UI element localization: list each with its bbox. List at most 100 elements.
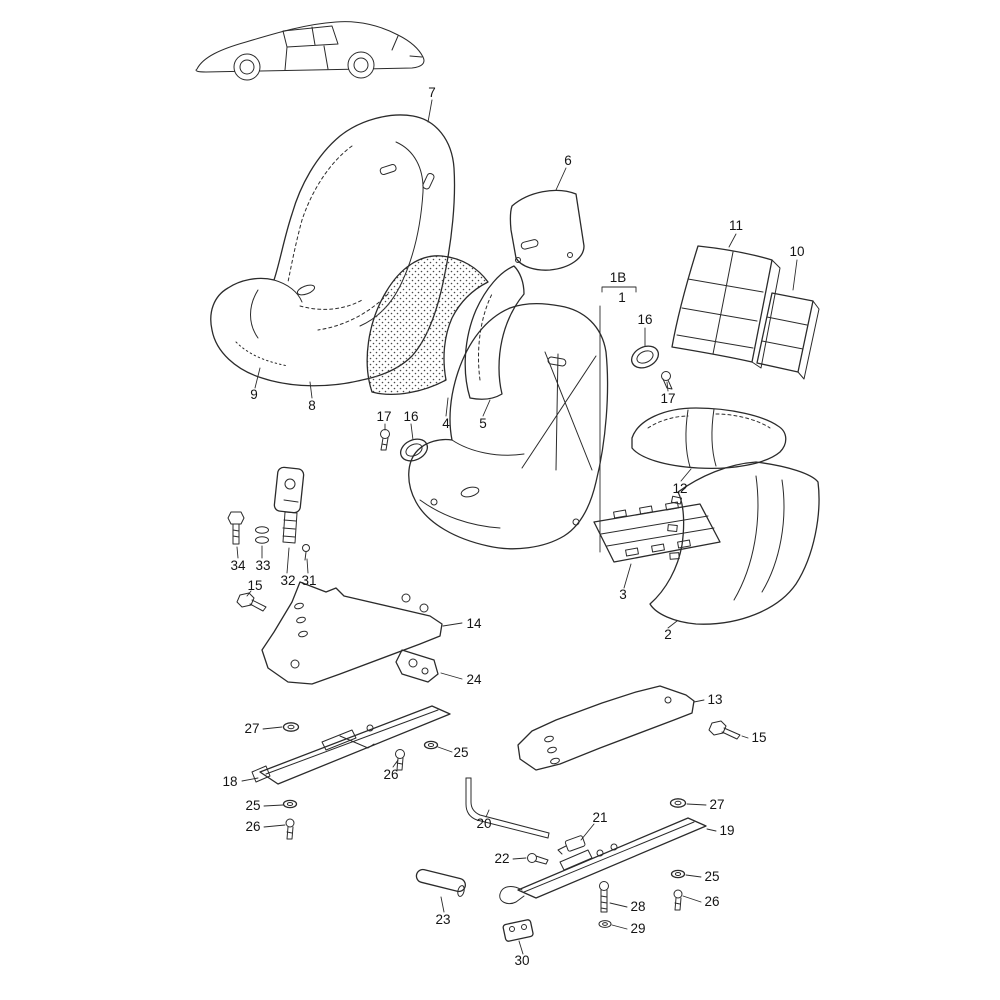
callout-1: 1 [618,290,626,305]
panel-slot [520,239,539,250]
callout-18: 18 [222,774,237,789]
car-rear-wheel [233,53,261,81]
frame-inner-lines [600,515,715,547]
part-3-seat-base-frame [593,501,721,563]
panel-outline [509,189,585,271]
callout-23: 23 [435,912,450,927]
part-2-seat-base-cover [649,461,820,625]
shell-front-lip [419,499,501,529]
part-4-backrest-padding [366,255,489,395]
washer-outer [670,869,686,879]
shell-outline [408,302,609,550]
callout-10: 10 [789,244,804,259]
cushion-tuft-lines [647,413,771,429]
rail-outline [259,705,451,785]
rod-line [465,777,549,839]
callout-5: 5 [479,416,487,431]
cover-outline [649,461,820,625]
callout-9: 9 [250,387,258,402]
seat-outline [210,114,456,387]
part-25-washer-left [282,799,298,809]
washer-inner [286,802,294,806]
clamp-body [564,835,586,852]
part-33-washers [255,526,269,544]
callout-24: 24 [466,672,482,687]
liner-outline [464,265,525,400]
frame-slot [677,539,691,549]
part-26-screw-left [285,818,295,840]
callout-15-left: 15 [247,578,262,593]
washer-inner [287,724,295,730]
car-front-wheel [347,51,375,79]
callout-17-right: 17 [660,391,675,406]
buckle-slot [283,499,299,503]
cover-tab [669,552,680,560]
cover-tab [667,524,678,533]
rail-bolt [366,724,374,732]
part-30-bracket [502,919,534,942]
callout-26-right: 26 [704,894,719,909]
cover-tab [670,495,683,505]
part-24-bracket [395,649,439,683]
callout-21: 21 [592,810,607,825]
part-6-side-panel [509,189,585,271]
buckle-stalk [282,511,298,544]
screw-shaft [286,826,294,840]
rail-lever [339,735,375,749]
callout-33: 33 [255,558,270,573]
shell-slot [547,356,567,367]
callouts: 7 6 9 8 17 16 4 5 1B 1 16 17 11 10 12 3 … [222,85,804,968]
harness-slot [422,172,435,190]
cover-rib-lines [733,475,785,601]
cushion-center-seam [712,251,734,355]
part-12-seat-cushion [631,407,787,470]
callout-31: 31 [301,573,316,588]
liner-crease [478,293,493,381]
part-18-seat-rail-left [251,705,451,785]
part-22-bolt [527,853,549,865]
part-25-washer-center [423,740,439,750]
part-26-screw-right [673,889,683,911]
washer-inner [427,743,435,747]
grommet-outer [399,438,429,462]
callout-26-left: 26 [245,819,260,834]
callout-8: 8 [308,398,316,413]
nut-inner [602,922,608,926]
seat-pan-stitch [299,299,363,310]
callout-28: 28 [630,899,645,914]
part-16-grommet-right [630,345,660,369]
callout-32: 32 [280,573,295,588]
bolster-line [250,289,259,339]
screw-head [395,749,405,759]
grommet-inner [636,350,654,364]
cushion-outline [756,292,814,373]
mount-hole [550,757,560,765]
part-11-backrest-cushion [671,245,781,369]
callout-12: 12 [672,481,687,496]
part-32-belt-buckle [273,466,305,544]
part-25-washer-right [670,869,686,879]
callout-29: 29 [630,921,645,936]
buckle-button [284,478,296,490]
part-26-screw-center [395,749,405,771]
part-16-grommet-left [399,438,429,462]
car-door-lines [284,45,329,71]
part-34-bolt [227,511,245,545]
washer-outer [282,722,300,732]
car-front-detail [391,35,423,58]
frame-slot [613,509,627,519]
assembly-marker-1B [599,286,637,553]
stitch-line-left [287,145,353,283]
pan-edge [273,279,303,303]
car-rear-hub [239,59,255,75]
callout-16-right: 16 [637,312,652,327]
mount-bolt [401,593,411,603]
part-1-seat-shell [408,302,609,550]
callout-3: 3 [619,587,627,602]
cushion-outline [631,407,787,470]
callout-11: 11 [729,218,743,233]
harness-slot [379,163,397,175]
mount-bolt [664,696,672,704]
bracket-plate [502,919,534,942]
